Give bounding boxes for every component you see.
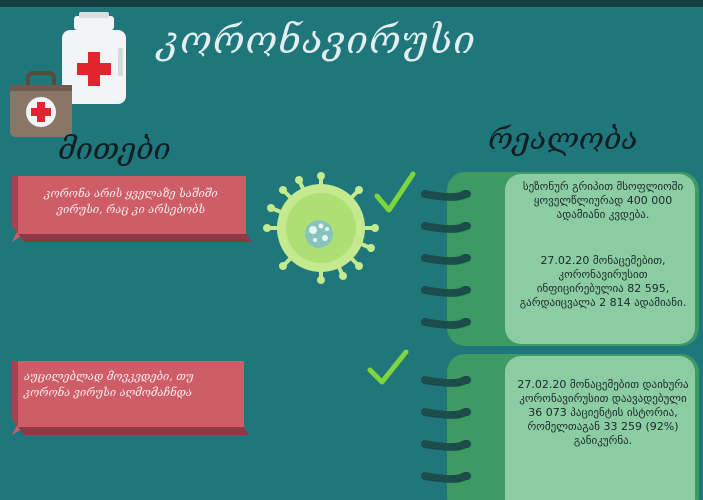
myth-ribbon-2: აუცილებლად მოვკვდები, თუ კორონა ვირუსი ა…: [12, 357, 248, 445]
virus-icon: [255, 168, 385, 292]
check-icon: [366, 348, 410, 392]
page-title: კორონავირუსი: [158, 18, 477, 62]
check-icon: [373, 170, 417, 220]
reality-heading: რეალობა: [488, 122, 638, 157]
reality-text-1: სეზონურ გრიპით მსოფლიოში ყოველწლიურად 40…: [522, 180, 684, 221]
myth-ribbon-1: კორონა არის ყველაზე საშიში ვირუსი, რაც კ…: [12, 172, 252, 252]
myths-heading: მითები: [58, 132, 171, 167]
medicine-bottle-icon: [62, 12, 126, 104]
reality-text-3: 27.02.20 მონაცემებით დაიხურა კორონავირუს…: [517, 378, 689, 447]
myth-text-1: კორონა არის ყველაზე საშიში ვირუსი, რაც კ…: [44, 187, 218, 216]
medical-icons: [0, 10, 150, 144]
top-bar: [0, 0, 703, 7]
myth-text-2: აუცილებლად მოვკვდები, თუ კორონა ვირუსი ა…: [24, 370, 194, 399]
reality-text-2: 27.02.20 მონაცემებით, კორონავირუსით ინფი…: [519, 254, 687, 309]
reality-card-1: სეზონურ გრიპით მსოფლიოში ყოველწლიურად 40…: [417, 170, 700, 348]
first-aid-kit-icon: [10, 71, 72, 137]
reality-card-2: 27.02.20 მონაცემებით დაიხურა კორონავირუს…: [417, 352, 700, 500]
